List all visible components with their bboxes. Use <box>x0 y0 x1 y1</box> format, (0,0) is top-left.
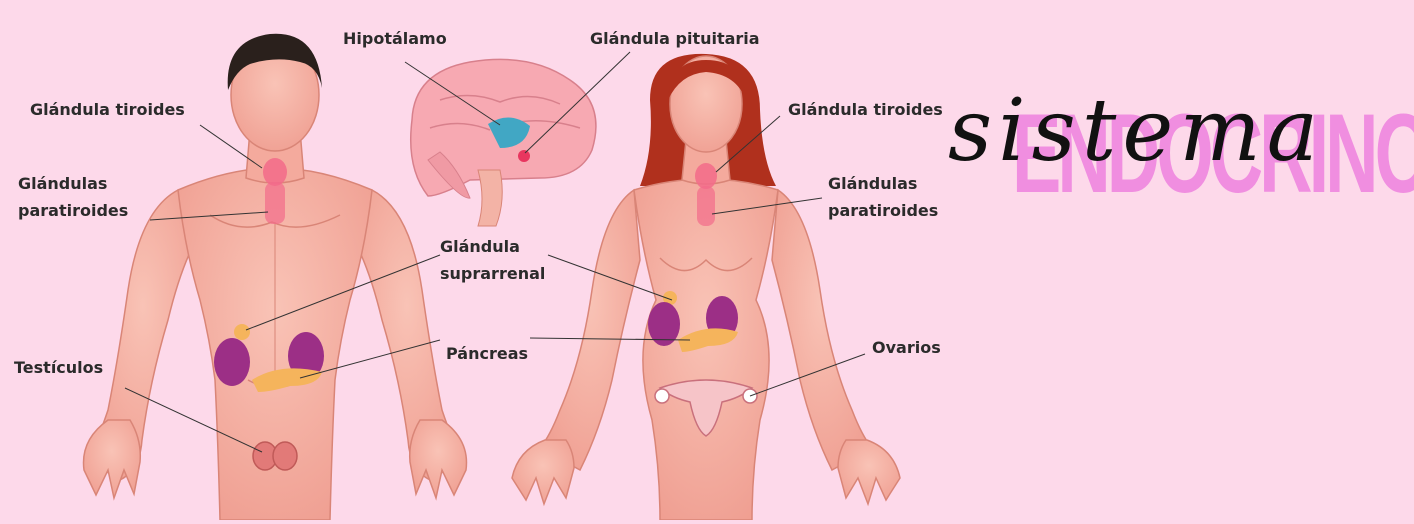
male-right-hand <box>408 419 468 501</box>
female-pancreas <box>678 328 738 352</box>
male-hair <box>227 33 322 90</box>
male-kidney-left <box>214 338 250 386</box>
female-adrenal <box>663 291 677 305</box>
female-left-arm <box>538 188 641 472</box>
brain-stem <box>477 169 503 227</box>
label-pituitary: Glándula pituitaria <box>590 29 760 48</box>
leader-lines <box>124 51 866 453</box>
label-hypothalamus: Hipotálamo <box>343 29 447 48</box>
female-figure <box>511 53 901 521</box>
male-left-hand <box>82 419 142 501</box>
female-left-hand <box>511 439 575 507</box>
male-thyroid <box>263 158 287 186</box>
female-uterus <box>658 379 754 437</box>
female-thyroid <box>695 163 717 189</box>
brain-cerebellum <box>427 151 471 199</box>
brain-pituitary <box>518 150 530 162</box>
brain-illustration <box>409 58 597 227</box>
label-adrenal-2: suprarrenal <box>440 264 546 283</box>
female-right-arm <box>771 188 874 472</box>
label-parathyroid-left-2: paratiroides <box>18 201 129 220</box>
brain-hypothalamus <box>488 117 530 148</box>
female-right-hand <box>837 439 901 507</box>
title-endocrino: ENDOCRINO <box>1012 91 1414 216</box>
male-trachea <box>265 182 285 224</box>
male-adrenal <box>234 324 250 340</box>
label-thyroid-right: Glándula tiroides <box>788 100 943 119</box>
label-adrenal-1: Glándula <box>440 237 520 256</box>
female-trachea <box>697 186 715 226</box>
label-thyroid-left: Glándula tiroides <box>30 100 185 119</box>
title-block: ENDOCRINO sistema <box>940 80 1414 240</box>
label-parathyroid-left-1: Glándulas <box>18 174 108 193</box>
label-parathyroid-right-1: Glándulas <box>828 174 918 193</box>
female-torso <box>633 178 779 521</box>
label-parathyroid-right-2: paratiroides <box>828 201 939 220</box>
female-ovary-left <box>654 388 670 404</box>
title-sistema: sistema <box>948 81 1325 181</box>
label-pancreas: Páncreas <box>446 344 529 363</box>
male-figure <box>82 33 468 521</box>
male-pancreas <box>252 368 322 392</box>
male-testicle-right <box>272 441 298 471</box>
label-ovaries: Ovarios <box>872 338 941 357</box>
female-head <box>669 55 743 153</box>
label-testicles: Testículos <box>14 358 104 377</box>
female-kidney-left <box>648 302 680 346</box>
male-kidney-right <box>288 332 324 380</box>
